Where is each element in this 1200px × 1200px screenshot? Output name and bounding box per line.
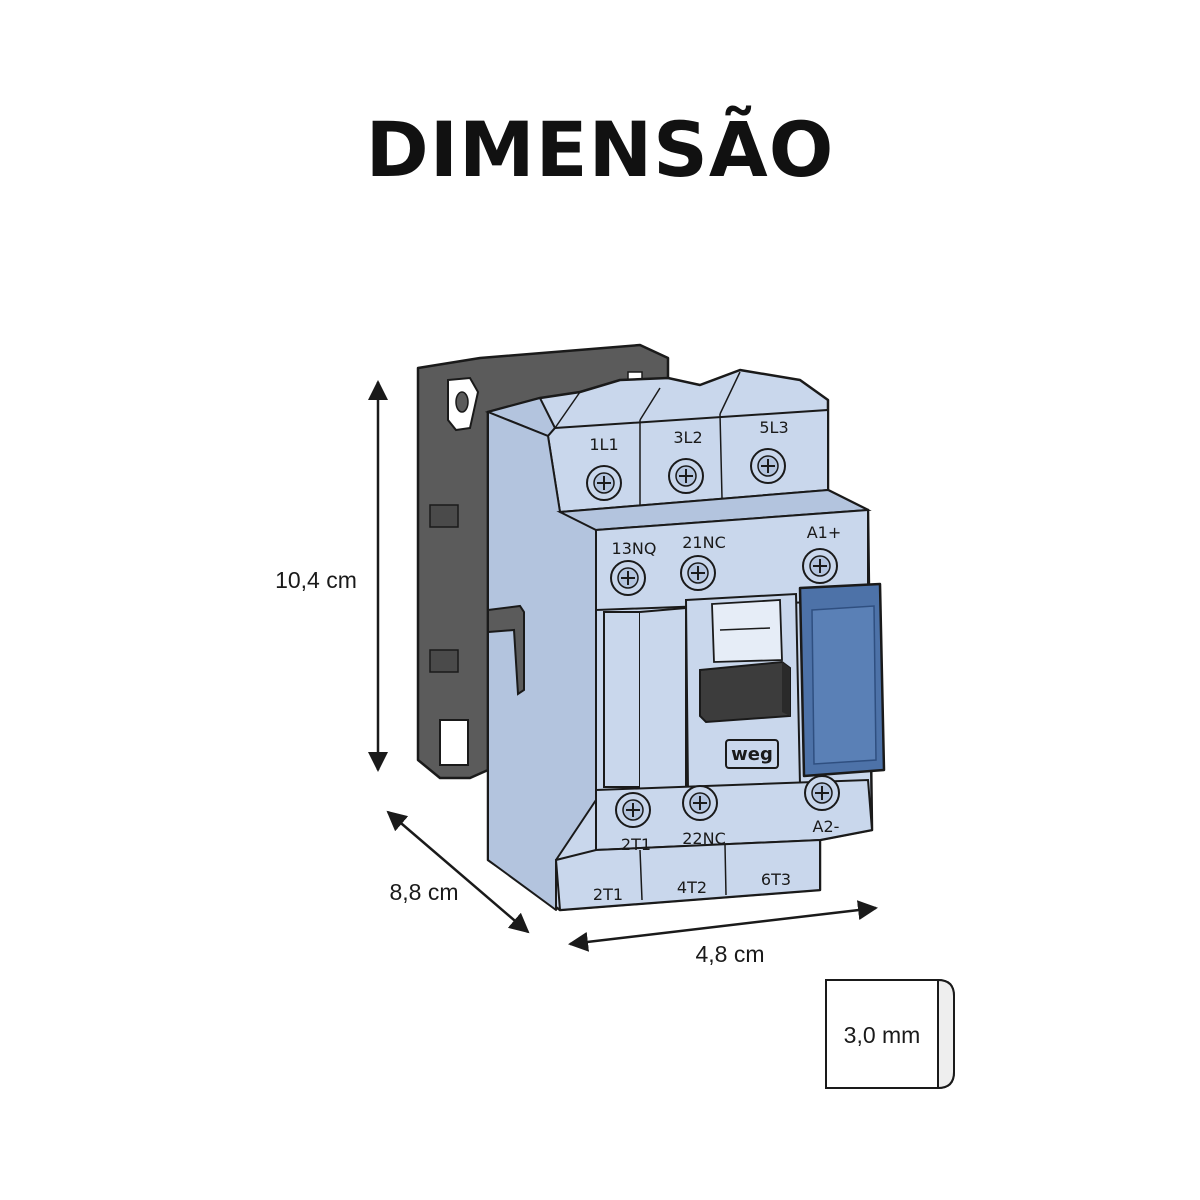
terminal-label-a2: A2- [813, 817, 840, 836]
height-label: 10,4 cm [275, 567, 357, 593]
terminal-labels: 1L1 3L2 5L3 13NQ 21NC A1+ 2T1 22NC A2- 2… [589, 418, 841, 904]
thickness-label: 3,0 mm [844, 1022, 921, 1048]
depth-arrow [386, 810, 530, 934]
terminal-label-1l1: 1L1 [589, 435, 618, 454]
blue-cover [798, 582, 886, 778]
width-arrow [568, 900, 878, 952]
terminal-label-13nq: 13NQ [612, 539, 657, 558]
terminal-label-3l2: 3L2 [673, 428, 702, 447]
terminal-label-4t2: 4T2 [677, 878, 707, 897]
terminal-label-21nc: 21NC [682, 533, 726, 552]
terminal-label-2t1: 2T1 [593, 885, 623, 904]
depth-label: 8,8 cm [389, 879, 458, 905]
terminal-label-5l3: 5L3 [759, 418, 788, 437]
weg-logo: weg [725, 739, 779, 769]
terminal-label-2t1-aux: 2T1 [621, 835, 651, 854]
dimension-lines [368, 380, 878, 952]
terminal-label-a1: A1+ [807, 523, 842, 542]
thickness-sample: 3,0 mm [825, 979, 955, 1090]
page-title: DIMENSÃO [365, 105, 835, 194]
terminal-label-22nc: 22NC [682, 829, 726, 848]
terminal-label-6t3: 6T3 [761, 870, 791, 889]
width-label: 4,8 cm [695, 941, 764, 967]
brand-logo-text: weg [731, 744, 773, 765]
